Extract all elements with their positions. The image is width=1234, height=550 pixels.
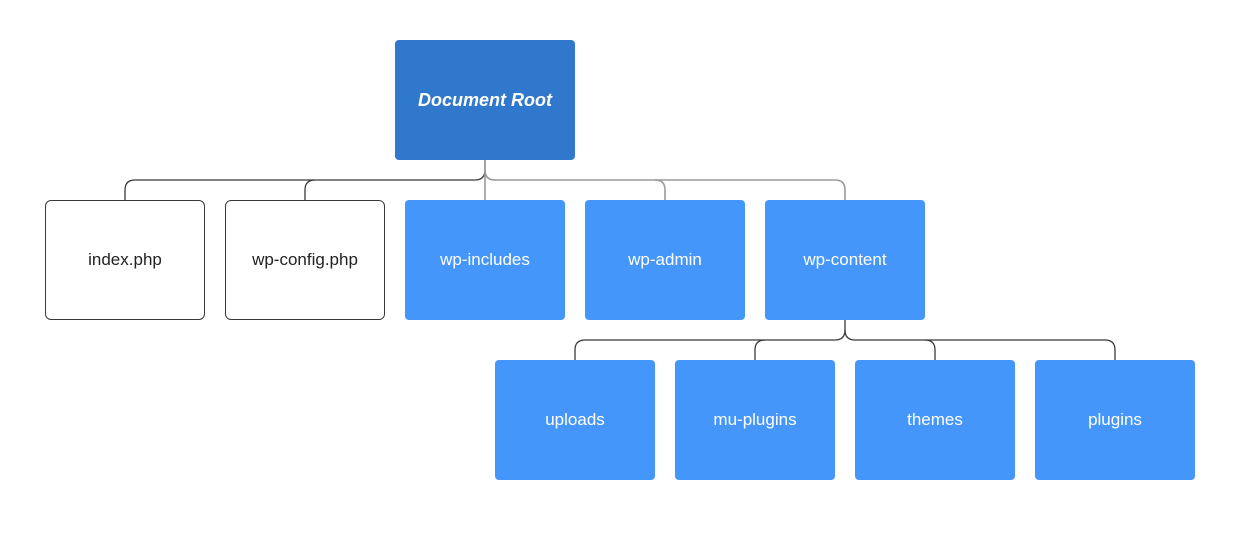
node-wp-admin[interactable]: wp-admin xyxy=(585,200,745,320)
node-wp-content[interactable]: wp-content xyxy=(765,200,925,320)
node-mu-plugins[interactable]: mu-plugins xyxy=(675,360,835,480)
node-themes-label: themes xyxy=(907,410,963,429)
node-wp-content-label: wp-content xyxy=(803,250,887,269)
node-themes[interactable]: themes xyxy=(855,360,1015,480)
connector-wpcontent-uploads xyxy=(574,320,846,360)
node-uploads[interactable]: uploads xyxy=(495,360,655,480)
node-wp-includes[interactable]: wp-includes xyxy=(405,200,565,320)
node-index-php[interactable]: index.php xyxy=(45,200,205,320)
node-plugins-label: plugins xyxy=(1088,410,1142,429)
node-wp-config-php[interactable]: wp-config.php xyxy=(225,200,385,320)
node-mu-plugins-label: mu-plugins xyxy=(713,410,797,429)
node-wp-includes-label: wp-includes xyxy=(440,250,530,269)
connector-wpcontent-themes xyxy=(844,329,936,360)
node-document-root-label: Document Root xyxy=(418,89,552,110)
connector-root-wpcontent xyxy=(655,179,846,200)
connector-wpcontent-plugins xyxy=(925,339,1116,360)
node-uploads-label: uploads xyxy=(545,410,605,429)
connector-wpcontent-muplugins xyxy=(754,339,766,360)
node-index-php-label: index.php xyxy=(88,250,162,269)
connector-root-wpconfig xyxy=(304,179,316,200)
node-document-root[interactable]: Document Root xyxy=(395,40,575,160)
node-wp-config-php-label: wp-config.php xyxy=(252,250,358,269)
node-wp-admin-label: wp-admin xyxy=(628,250,702,269)
connector-root-wpadmin xyxy=(484,169,666,200)
node-plugins[interactable]: plugins xyxy=(1035,360,1195,480)
